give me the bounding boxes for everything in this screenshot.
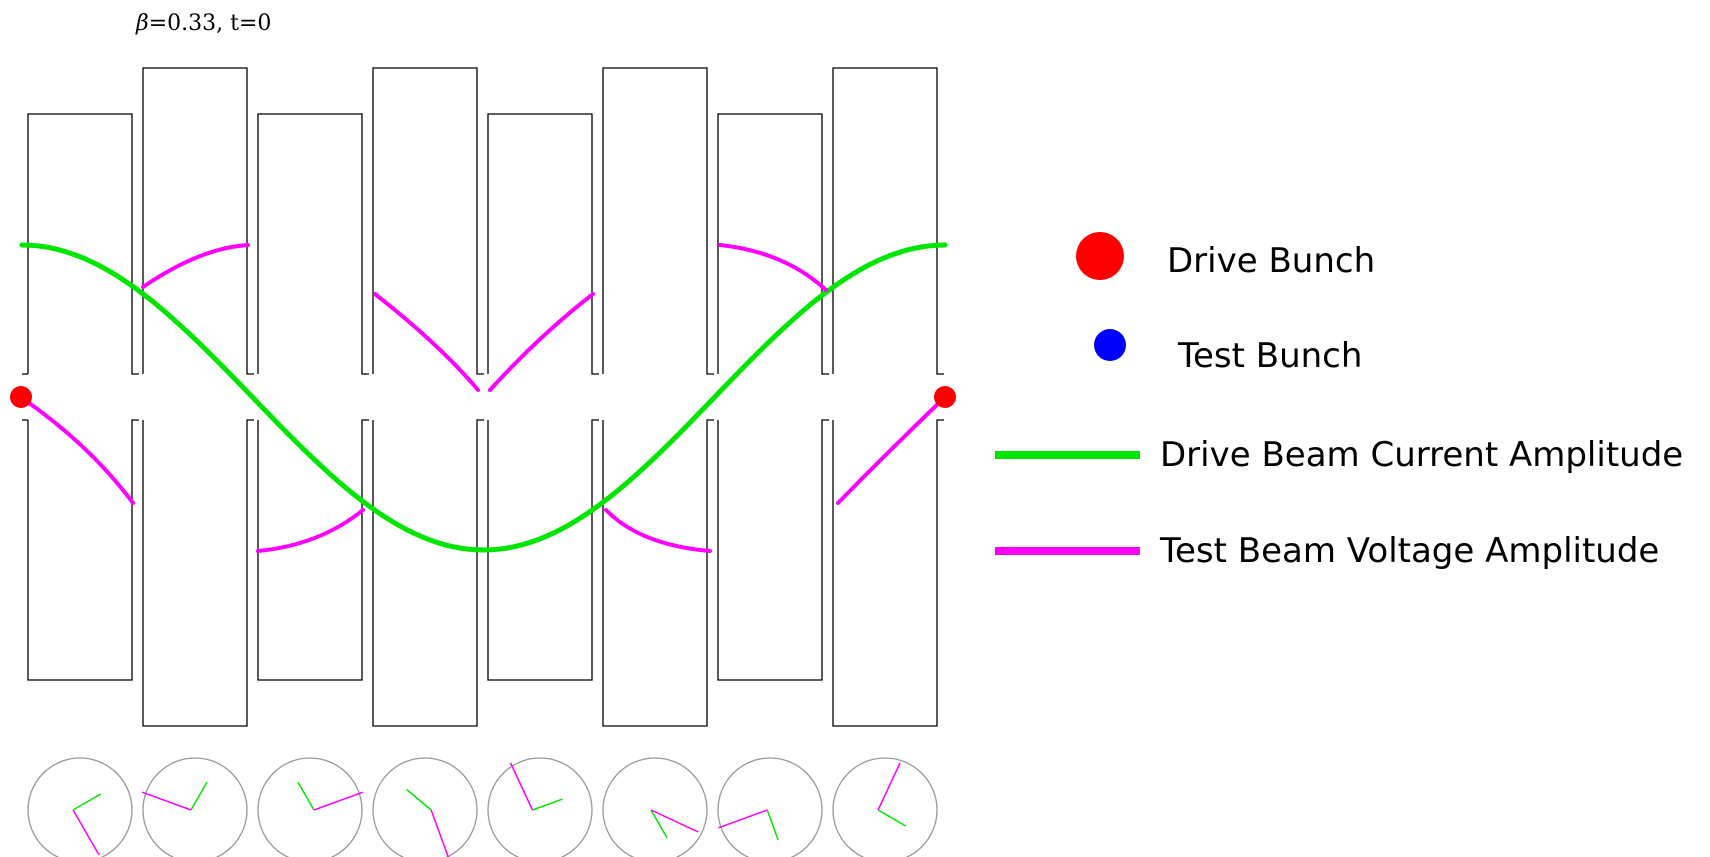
legend: Drive Bunch Test Bunch Drive Beam Curren… — [995, 232, 1683, 571]
phasor-test-vector-5 — [509, 762, 534, 811]
drive-current-curve — [19, 242, 948, 553]
test-voltage-segment-1 — [20, 396, 135, 505]
beta-value: =0.33, t=0 — [149, 11, 272, 36]
cell-lower-4 — [372, 419, 484, 727]
test-voltage-curves — [20, 243, 946, 553]
cell-upper-1 — [27, 113, 139, 375]
test-bunch-legend-label: Test Bunch — [1177, 336, 1362, 376]
phasor-drive-vector-8 — [877, 809, 907, 827]
phasor-circle-2 — [142, 757, 248, 857]
cell-upper-5 — [487, 113, 599, 375]
phasor-test-vector-1 — [72, 809, 100, 856]
test-voltage-segment-7 — [718, 243, 828, 292]
cell-upper-6 — [602, 67, 714, 375]
phasor-test-vector-7 — [718, 809, 768, 829]
cell-lower-5 — [487, 419, 599, 681]
test-voltage-segment-6 — [604, 508, 712, 553]
phasor-test-vector-6 — [650, 809, 699, 833]
phasor-drive-vector-6 — [650, 809, 668, 839]
cell-upper-4 — [372, 67, 484, 375]
phasor-drive-vector-5 — [532, 798, 563, 811]
phasor-test-vector-2 — [141, 791, 192, 811]
test-voltage-segment-4 — [373, 292, 480, 392]
phasor-circle-1 — [27, 757, 133, 857]
cell-upper-8 — [832, 67, 944, 375]
drive-bunch-right — [934, 386, 956, 408]
phasor-drive-vector-2 — [190, 781, 208, 811]
test-bunch-legend-marker — [1094, 329, 1126, 361]
accelerating-structure — [22, 67, 944, 727]
phasor-circle-5 — [487, 757, 593, 857]
cell-lower-6 — [602, 419, 714, 727]
drive-bunch-left — [10, 386, 32, 408]
cell-upper-7 — [717, 113, 829, 375]
cell-lower-3 — [257, 419, 369, 681]
phasor-drive-vector-4 — [406, 788, 432, 811]
test-voltage-segment-5 — [488, 292, 595, 392]
phasor-test-vector-8 — [877, 762, 901, 811]
drive-current-legend-label: Drive Beam Current Amplitude — [1160, 435, 1683, 475]
phasor-test-vector-3 — [313, 791, 364, 811]
test-voltage-segment-8 — [836, 396, 946, 505]
cell-lower-2 — [142, 419, 254, 727]
phasor-circle-6 — [602, 757, 708, 857]
drive-bunch-legend-marker — [1076, 232, 1124, 280]
phasor-circle-3 — [257, 757, 363, 857]
cell-upper-3 — [257, 113, 369, 375]
phasor-circle-8 — [832, 757, 938, 857]
phasor-diagrams — [27, 757, 938, 857]
cell-lower-8 — [832, 419, 944, 727]
phasor-drive-vector-3 — [297, 781, 315, 811]
phasor-drive-vector-1 — [72, 793, 102, 811]
phasor-circle-4 — [372, 757, 478, 857]
phasor-circle-7 — [717, 757, 823, 857]
test-voltage-segment-3 — [256, 508, 365, 553]
test-voltage-legend-label: Test Beam Voltage Amplitude — [1159, 531, 1659, 571]
phasor-drive-vector-7 — [766, 809, 779, 841]
cell-lower-7 — [717, 419, 829, 681]
cell-upper-2 — [142, 67, 254, 375]
test-voltage-segment-2 — [141, 243, 250, 289]
cell-lower-1 — [27, 419, 139, 681]
drive-bunch-legend-label: Drive Bunch — [1167, 241, 1375, 281]
phasor-test-vector-4 — [430, 809, 450, 857]
parameter-caption: β=0.33, t=0 — [135, 11, 271, 36]
beta-symbol: β — [135, 11, 149, 36]
